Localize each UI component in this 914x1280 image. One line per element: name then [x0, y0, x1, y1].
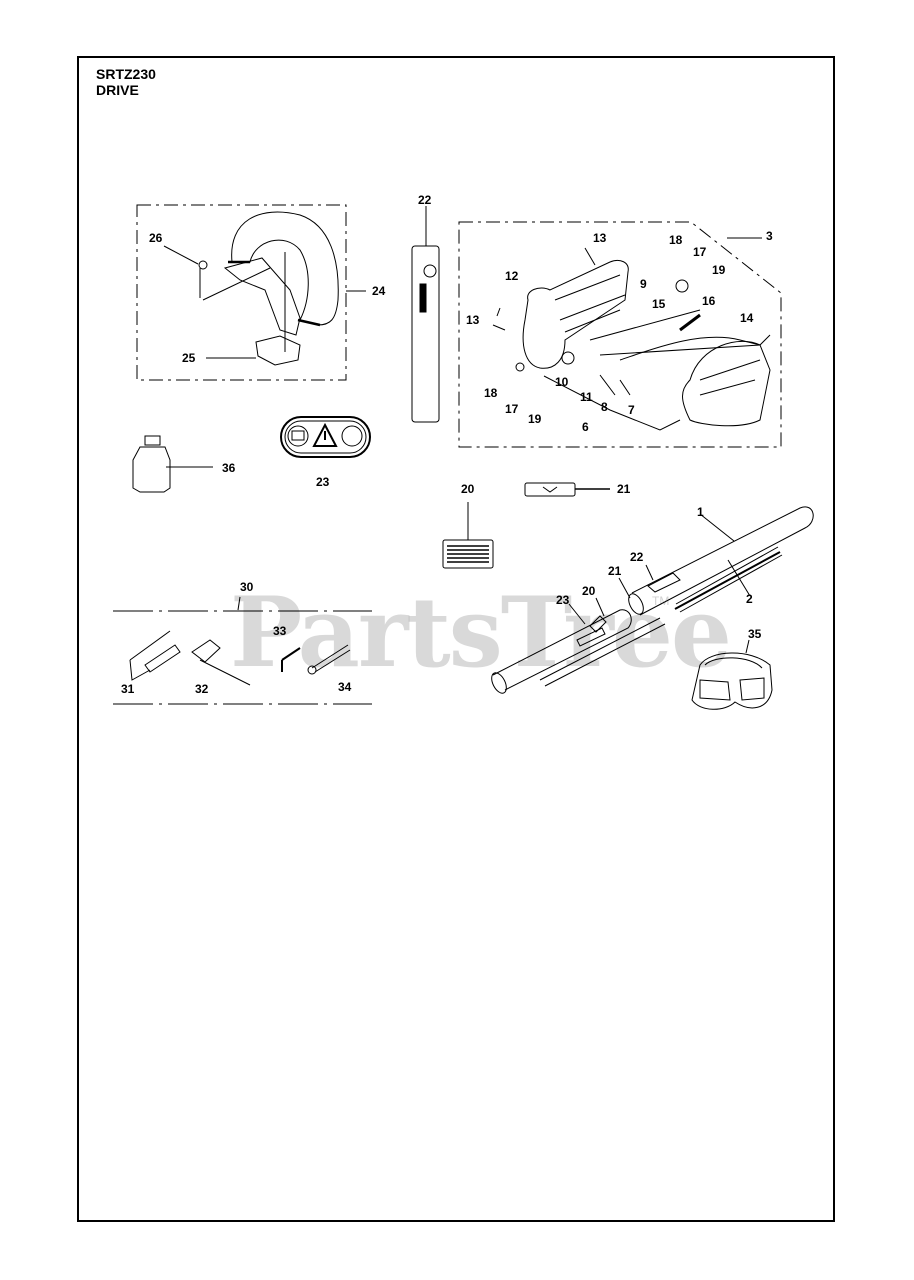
- callout-13: 13: [593, 231, 607, 245]
- callout-9: 9: [640, 277, 647, 291]
- callout-25: 25: [182, 351, 196, 365]
- callout-10: 10: [555, 375, 569, 389]
- callout-8: 8: [601, 400, 608, 414]
- callout-3: 3: [766, 229, 773, 243]
- handle-assembly-illustration[interactable]: [136, 204, 366, 381]
- callout-18: 18: [669, 233, 683, 247]
- engine-housing-assembly-illustration[interactable]: [458, 221, 782, 448]
- model-number: SRTZ230: [96, 66, 156, 82]
- callout-1: 1: [697, 505, 704, 519]
- callout-23: 23: [556, 593, 570, 607]
- oil-bottle-illustration[interactable]: [132, 435, 213, 493]
- callout-20: 20: [461, 482, 475, 496]
- callout-36: 36: [222, 461, 236, 475]
- callout-14: 14: [740, 311, 754, 325]
- callout-33: 33: [273, 624, 287, 638]
- callout-6: 6: [582, 420, 589, 434]
- diagram-header: SRTZ230 DRIVE: [96, 66, 156, 98]
- tool-kit-illustration[interactable]: [113, 596, 372, 705]
- warning-decal-23-illustration[interactable]: [280, 416, 371, 458]
- callout-35: 35: [748, 627, 762, 641]
- callout-23: 23: [316, 475, 330, 489]
- drive-shaft-tube-illustration[interactable]: [489, 506, 814, 696]
- diagram-frame: [77, 56, 835, 1222]
- callout-32: 32: [195, 682, 209, 696]
- warning-decal-20-illustration[interactable]: [442, 502, 494, 569]
- callout-22: 22: [630, 550, 644, 564]
- callout-22: 22: [418, 193, 432, 207]
- callout-2: 2: [746, 592, 753, 606]
- callout-30: 30: [240, 580, 254, 594]
- callout-19: 19: [528, 412, 542, 426]
- callout-34: 34: [338, 680, 352, 694]
- callout-15: 15: [652, 297, 666, 311]
- callout-24: 24: [372, 284, 386, 298]
- callout-21: 21: [617, 482, 631, 496]
- section-title: DRIVE: [96, 82, 139, 98]
- callout-12: 12: [505, 269, 519, 283]
- callout-19: 19: [712, 263, 726, 277]
- watermark-trademark: TM: [652, 594, 670, 608]
- callout-21: 21: [608, 564, 622, 578]
- decal-22-illustration[interactable]: [411, 206, 440, 423]
- callout-11: 11: [580, 390, 593, 404]
- callout-13: 13: [466, 313, 480, 327]
- callout-18: 18: [484, 386, 498, 400]
- callout-20: 20: [582, 584, 596, 598]
- safety-goggles-illustration[interactable]: [691, 639, 773, 710]
- callout-7: 7: [628, 403, 635, 417]
- callout-31: 31: [121, 682, 135, 696]
- decal-21-illustration[interactable]: [524, 482, 610, 497]
- callout-26: 26: [149, 231, 163, 245]
- callout-17: 17: [505, 402, 519, 416]
- callout-17: 17: [693, 245, 707, 259]
- callout-16: 16: [702, 294, 716, 308]
